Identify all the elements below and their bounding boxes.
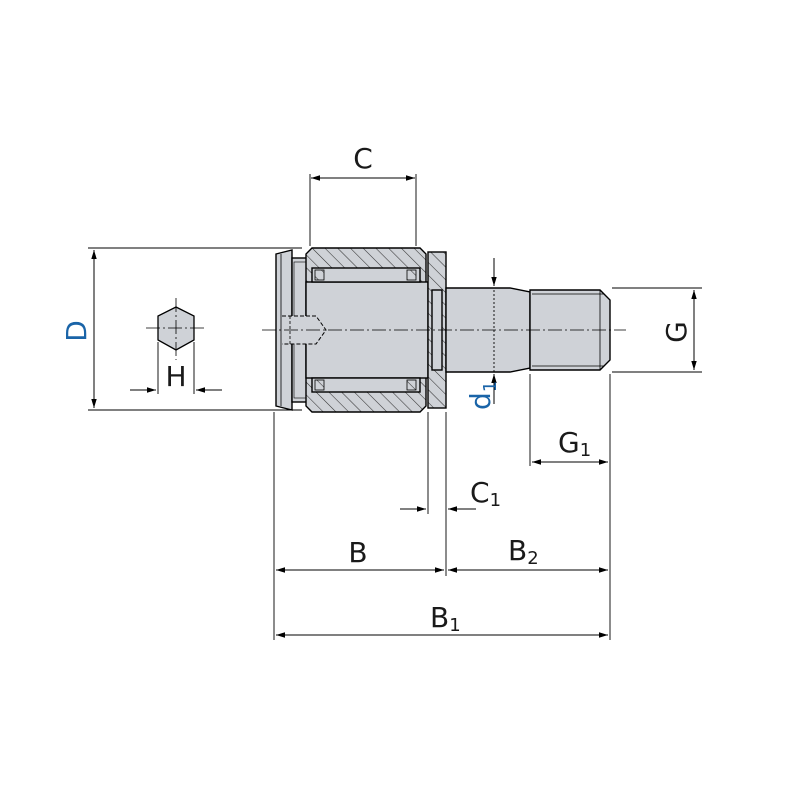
label-C1: C1	[470, 476, 501, 511]
label-d1: d1	[464, 381, 501, 410]
needle-cage-bottom	[311, 377, 421, 393]
label-B: B	[348, 536, 367, 569]
label-B1: B1	[430, 601, 461, 636]
cam-follower-part	[275, 247, 611, 413]
label-G: G	[660, 321, 693, 343]
label-D: D	[60, 320, 93, 342]
label-G1: G1	[558, 426, 591, 461]
hex-symbol	[130, 298, 222, 394]
label-H: H	[165, 360, 186, 393]
needle-cage-top	[311, 267, 421, 283]
label-C: C	[353, 142, 373, 175]
label-B2: B2	[508, 534, 539, 569]
